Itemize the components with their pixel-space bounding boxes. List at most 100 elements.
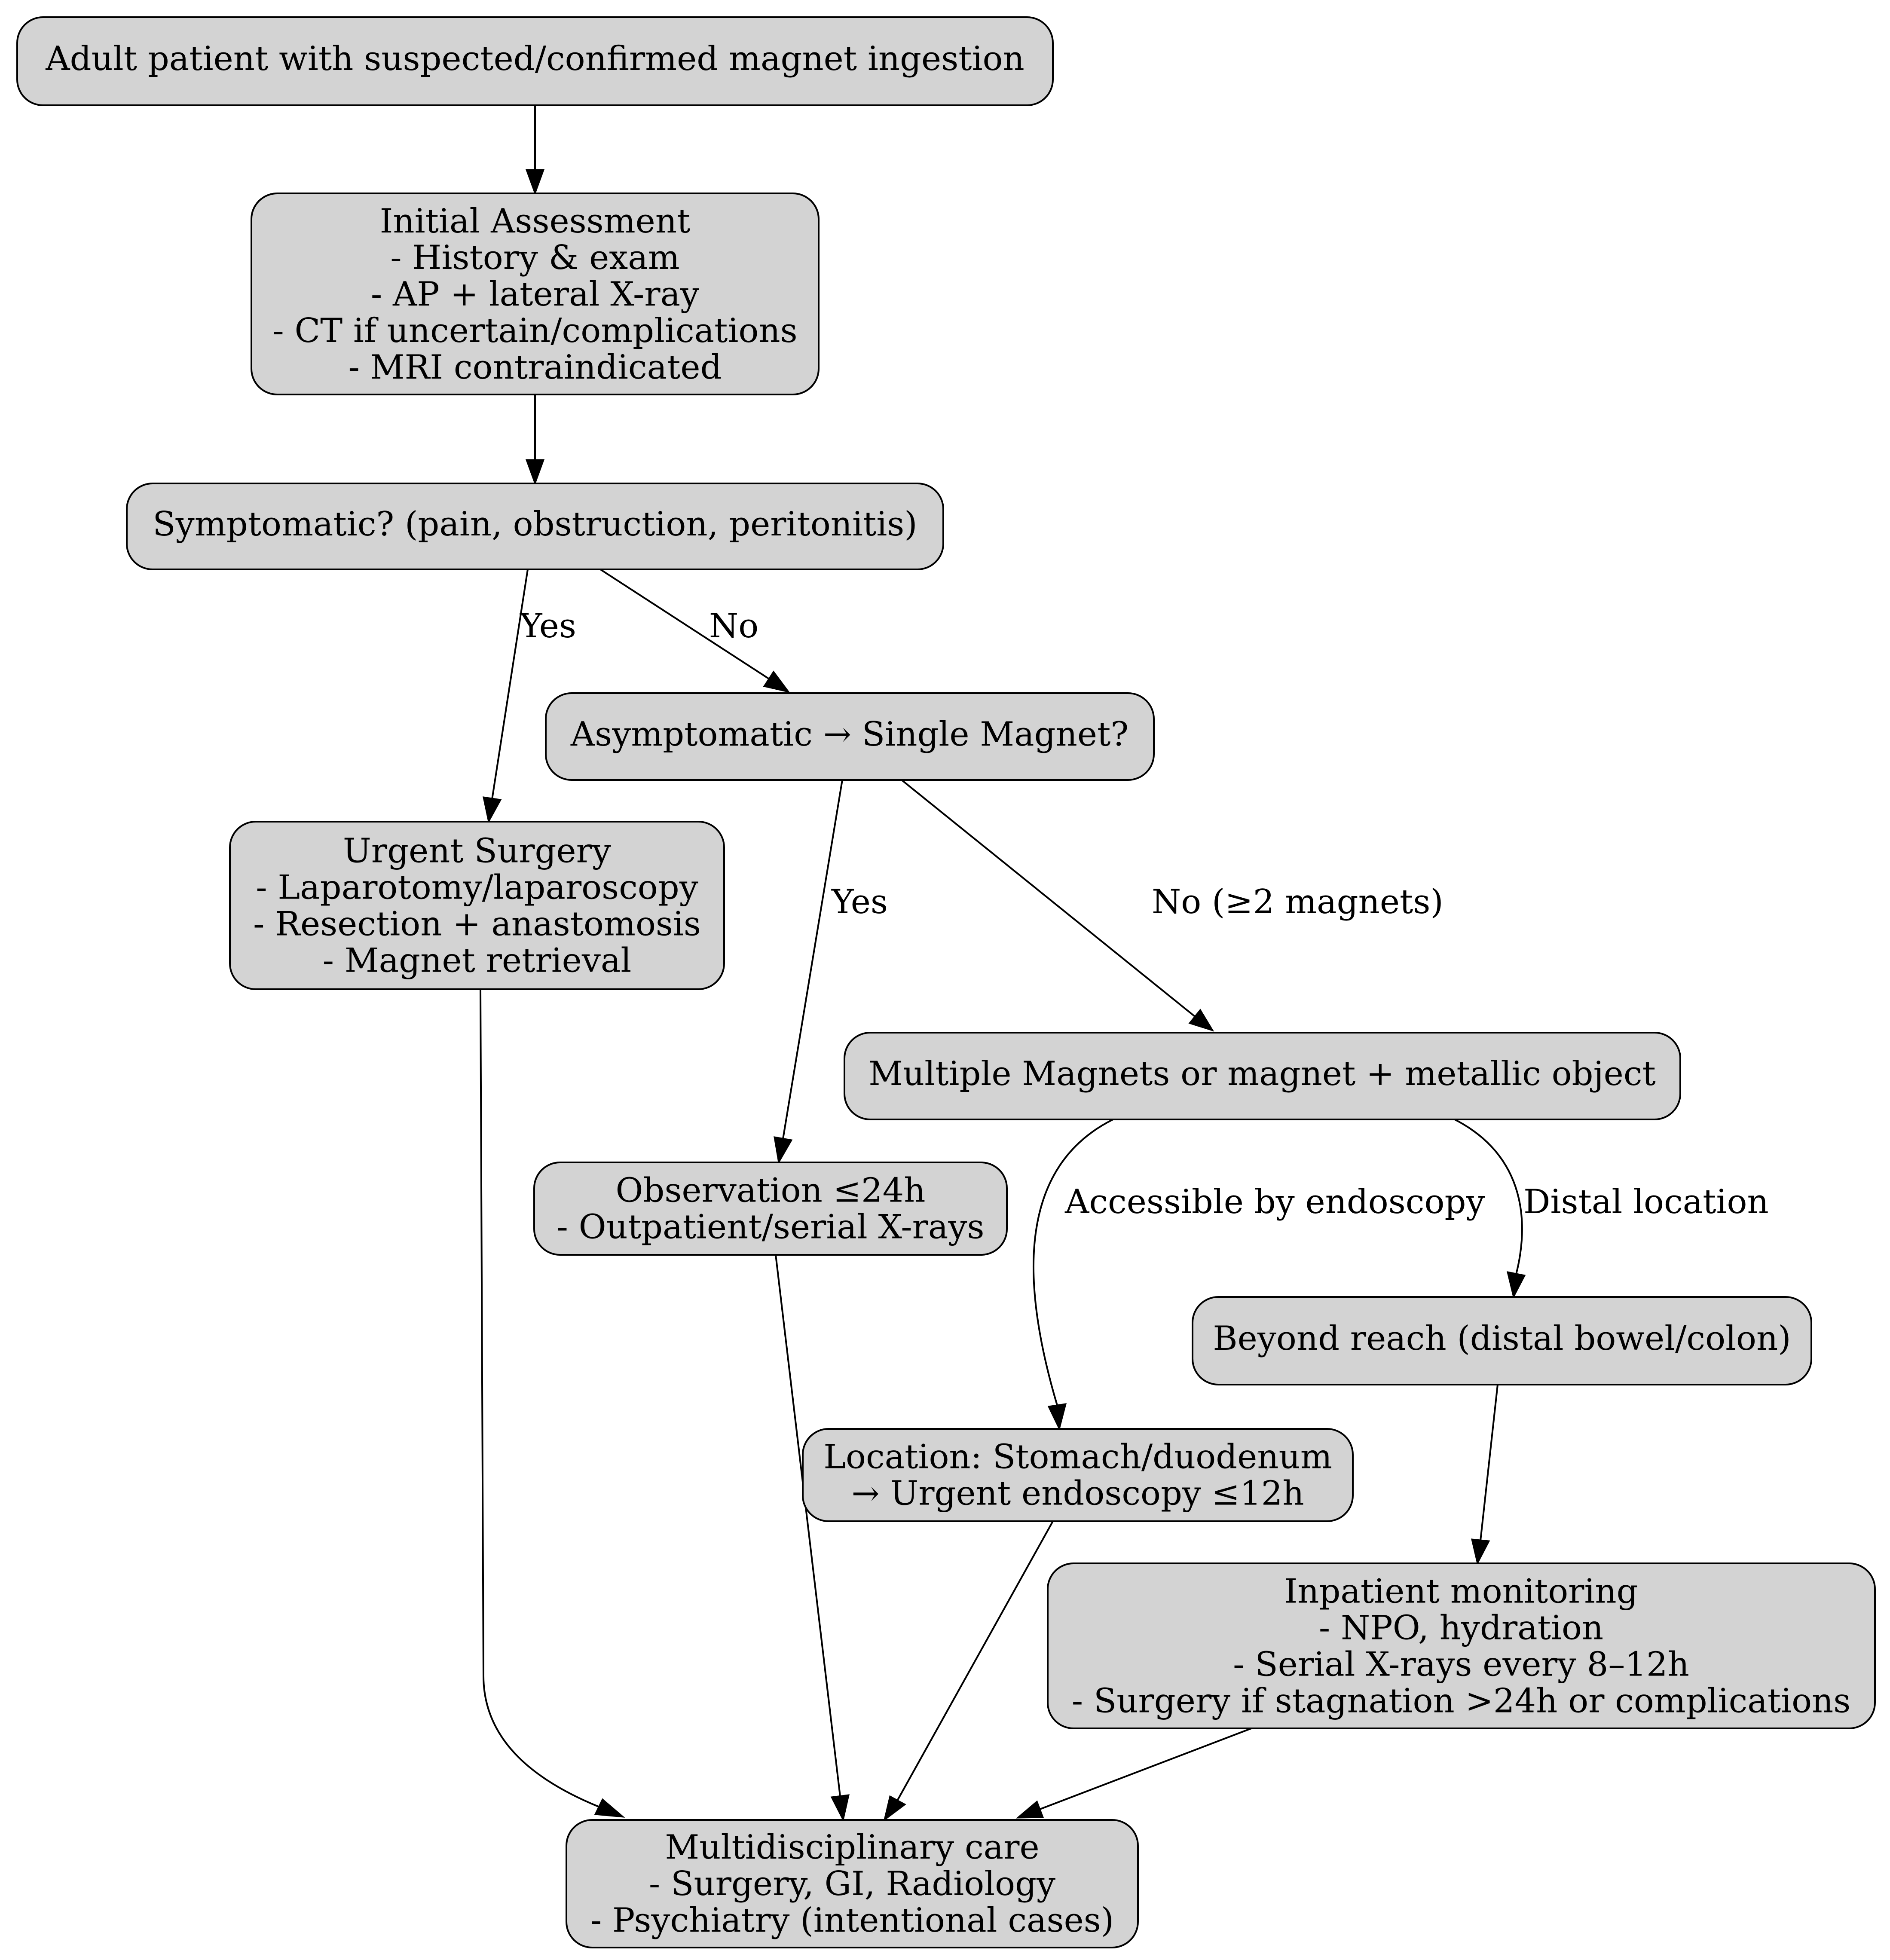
node-label-line: - CT if uncertain/complications (272, 312, 797, 350)
edge-line (1454, 1119, 1523, 1275)
node-initial-assessment: Initial Assessment- History & exam- AP +… (251, 193, 820, 395)
node-label-line: Inpatient monitoring (1284, 1572, 1638, 1611)
edge-start-to-assessment (525, 105, 545, 196)
node-label: Adult patient with suspected/confirmed m… (45, 40, 1024, 78)
node-label-line: Asymptomatic → Single Magnet? (570, 715, 1128, 754)
node-label-line: - Laparotomy/laparoscopy (256, 868, 698, 907)
node-label: Observation ≤24h- Outpatient/serial X-ra… (557, 1171, 984, 1247)
edge-line (775, 1254, 841, 1797)
node-symptomatic-decision: Symptomatic? (pain, obstruction, periton… (126, 483, 944, 570)
arrowhead (525, 169, 545, 196)
edge-asymptomatic-to-multiple: No (≥2 magnets) (901, 779, 1443, 1032)
edge-label-distal: Distal location (1523, 1183, 1769, 1221)
node-label-line: - NPO, hydration (1319, 1609, 1603, 1648)
edge-location-to-multidisciplinary (883, 1521, 1054, 1822)
node-box (1047, 1562, 1876, 1729)
node-label-line: - Magnet retrieval (323, 942, 632, 980)
edge-symptomatic-to-surgery: Yes (483, 569, 576, 824)
node-label: Beyond reach (distal bowel/colon) (1213, 1319, 1791, 1358)
node-start: Adult patient with suspected/confirmed m… (16, 16, 1054, 106)
edge-line (782, 780, 843, 1139)
node-label-line: - Psychiatry (intentional cases) (590, 1901, 1114, 1940)
node-label-line: - Resection + anastomosis (253, 905, 701, 944)
arrowhead (525, 459, 545, 486)
node-label: Location: Stomach/duodenum→ Urgent endos… (823, 1438, 1332, 1513)
arrowhead (1471, 1538, 1490, 1566)
node-label-line: - MRI contraindicated (348, 348, 722, 387)
node-label: Urgent Surgery- Laparotomy/laparoscopy- … (253, 832, 701, 980)
node-label-line: - Serial X-rays every 8–12h (1233, 1645, 1689, 1684)
node-box (802, 1428, 1354, 1522)
node-label: Asymptomatic → Single Magnet? (570, 715, 1128, 754)
edge-observation-to-multidisciplinary (775, 1254, 850, 1822)
node-box (844, 1032, 1681, 1120)
arrowhead (1015, 1800, 1044, 1819)
node-label-line: - Surgery, GI, Radiology (649, 1865, 1055, 1903)
edge-inpatient-to-multidisciplinary (1015, 1728, 1252, 1819)
edge-line (599, 569, 770, 680)
node-label-line: Symptomatic? (pain, obstruction, periton… (153, 505, 917, 544)
arrowhead (763, 670, 790, 693)
edge-label-yes: Yes (520, 607, 576, 645)
edge-label-no: No (709, 607, 758, 645)
arrowhead (483, 796, 502, 824)
node-label-line: Location: Stomach/duodenum (823, 1438, 1332, 1477)
node-label-line: Adult patient with suspected/confirmed m… (45, 40, 1024, 78)
node-label: Multidisciplinary care- Surgery, GI, Rad… (590, 1828, 1114, 1940)
edge-assessment-to-symptomatic (525, 394, 545, 486)
arrowhead (830, 1794, 850, 1822)
node-box (126, 483, 944, 570)
node-label: Initial Assessment- History & exam- AP +… (272, 202, 797, 387)
node-label-line: Observation ≤24h (615, 1171, 925, 1210)
edge-line (491, 569, 529, 800)
node-observation: Observation ≤24h- Outpatient/serial X-ra… (533, 1162, 1008, 1256)
arrowhead (1047, 1403, 1067, 1431)
edge-label-accessible: Accessible by endoscopy (1064, 1183, 1485, 1221)
edge-line (901, 779, 1196, 1017)
node-box (545, 692, 1155, 781)
node-label-line: Urgent Surgery (343, 832, 611, 871)
arrowhead (1506, 1271, 1526, 1299)
node-label-line: Beyond reach (distal bowel/colon) (1213, 1319, 1791, 1358)
edge-multiple-to-beyond: Distal location (1454, 1119, 1769, 1299)
node-box (1192, 1296, 1812, 1385)
edge-label-yes: Yes (831, 883, 888, 921)
arrowhead (883, 1795, 906, 1822)
node-label: Symptomatic? (pain, obstruction, periton… (153, 505, 917, 544)
node-asymptomatic-decision: Asymptomatic → Single Magnet? (545, 692, 1155, 781)
node-label-line: - AP + lateral X-ray (371, 275, 699, 314)
arrowhead (774, 1136, 793, 1165)
node-urgent-surgery: Urgent Surgery- Laparotomy/laparoscopy- … (229, 821, 725, 990)
edge-label-no-multiple: No (≥2 magnets) (1152, 883, 1443, 921)
node-label: Inpatient monitoring- NPO, hydration- Se… (1072, 1572, 1851, 1721)
edge-asymptomatic-to-observation: Yes (774, 780, 888, 1165)
node-box (229, 821, 725, 990)
node-label: Multiple Magnets or magnet + metallic ob… (869, 1055, 1656, 1093)
node-label-line: - Outpatient/serial X-rays (557, 1208, 984, 1247)
node-box (251, 193, 820, 395)
node-label-line: Initial Assessment (380, 202, 691, 241)
node-label-line: → Urgent endoscopy ≤12h (851, 1474, 1304, 1513)
edge-symptomatic-to-asymptomatic: No (599, 569, 790, 693)
node-location-stomach: Location: Stomach/duodenum→ Urgent endos… (802, 1428, 1354, 1522)
node-box (16, 16, 1054, 106)
node-multiple-magnets: Multiple Magnets or magnet + metallic ob… (844, 1032, 1681, 1120)
node-label-line: Multiple Magnets or magnet + metallic ob… (869, 1055, 1656, 1093)
edge-line (1032, 1119, 1113, 1406)
node-label-line: - Surgery if stagnation >24h or complica… (1072, 1682, 1851, 1721)
edge-line (1480, 1384, 1499, 1541)
edge-line (1040, 1728, 1252, 1810)
edge-line (896, 1521, 1054, 1801)
node-box (533, 1162, 1008, 1256)
node-inpatient-monitoring: Inpatient monitoring- NPO, hydration- Se… (1047, 1562, 1876, 1729)
edge-multiple-to-location: Accessible by endoscopy (1032, 1119, 1485, 1431)
node-label-line: - History & exam (390, 239, 679, 277)
edge-beyond-to-inpatient (1471, 1384, 1499, 1566)
node-multidisciplinary-care: Multidisciplinary care- Surgery, GI, Rad… (566, 1819, 1139, 1948)
edge-surgery-to-multidisciplinary (480, 989, 625, 1818)
arrowhead (1188, 1009, 1214, 1032)
arrowhead (594, 1798, 625, 1818)
node-beyond-reach: Beyond reach (distal bowel/colon) (1192, 1296, 1812, 1385)
node-box (566, 1819, 1139, 1948)
